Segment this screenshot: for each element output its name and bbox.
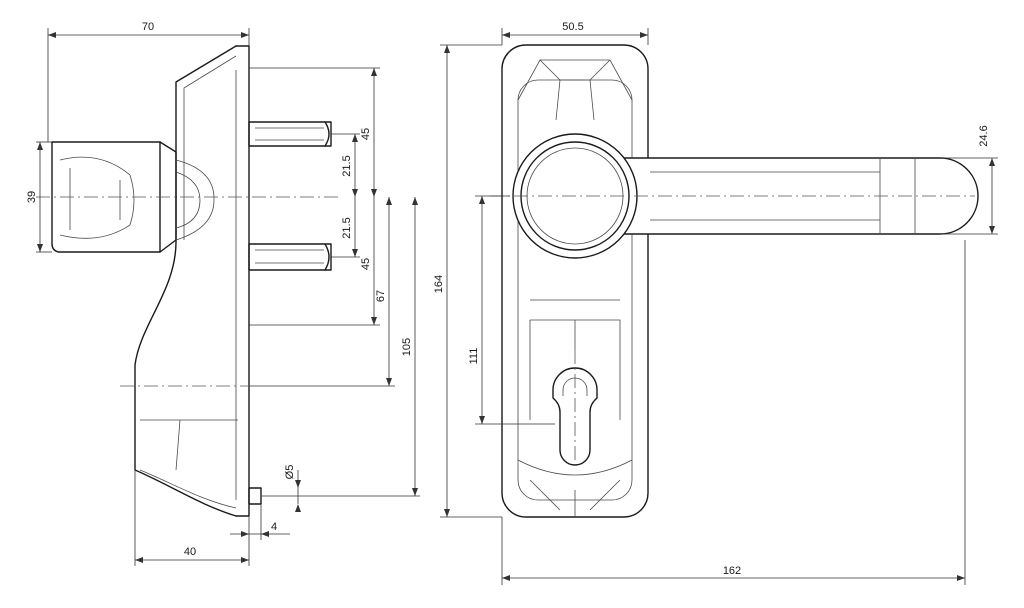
dim-screw-length: 4 <box>271 521 277 533</box>
screw-stub <box>248 487 262 505</box>
dim-handle-to-keyhole: 111 <box>468 348 480 365</box>
extension-lines <box>36 28 998 585</box>
dim-side-height: 39 <box>26 191 38 203</box>
side-body-outline <box>134 45 237 517</box>
lower-mounting-pin <box>248 243 332 271</box>
dim-front-width: 50.5 <box>562 21 583 33</box>
dim-overall-length: 162 <box>723 565 741 577</box>
dim-side-width: 70 <box>142 21 154 33</box>
dimension-lines <box>37 32 995 581</box>
lever-arm <box>609 157 979 235</box>
side-body-shading <box>139 70 237 509</box>
side-knob-grip <box>59 156 135 239</box>
side-view <box>51 45 332 517</box>
dim-lever-diameter: 24.6 <box>978 125 990 146</box>
front-plate-top-bevel <box>517 59 633 121</box>
dim-pin-lower-offset: 21.5 <box>341 217 353 238</box>
dim-plate-depth: 40 <box>184 546 196 558</box>
dim-pin-to-axis: 67 <box>375 290 387 302</box>
dim-pin-lower-span: 45 <box>360 258 372 270</box>
front-plate-neck <box>529 299 621 420</box>
dim-plate-height: 164 <box>433 275 445 293</box>
side-knob-collar <box>159 141 177 253</box>
dim-screw-distance: 105 <box>401 338 413 356</box>
center-lines <box>36 195 975 470</box>
side-back-plate <box>235 45 250 517</box>
front-plate-bottom-bevel <box>517 459 633 517</box>
front-view <box>501 44 979 518</box>
dim-pin-upper-offset: 21.5 <box>341 155 353 176</box>
side-knob-arc <box>175 159 215 241</box>
side-body-inner-line <box>140 55 238 471</box>
dim-pin-upper-span: 45 <box>360 128 372 140</box>
dim-screw-diameter: Ø5 <box>284 465 296 480</box>
upper-mounting-pin <box>248 121 332 147</box>
dimension-labels: 70 39 21.5 21.5 45 45 67 105 40 4 Ø5 50.… <box>26 21 990 577</box>
